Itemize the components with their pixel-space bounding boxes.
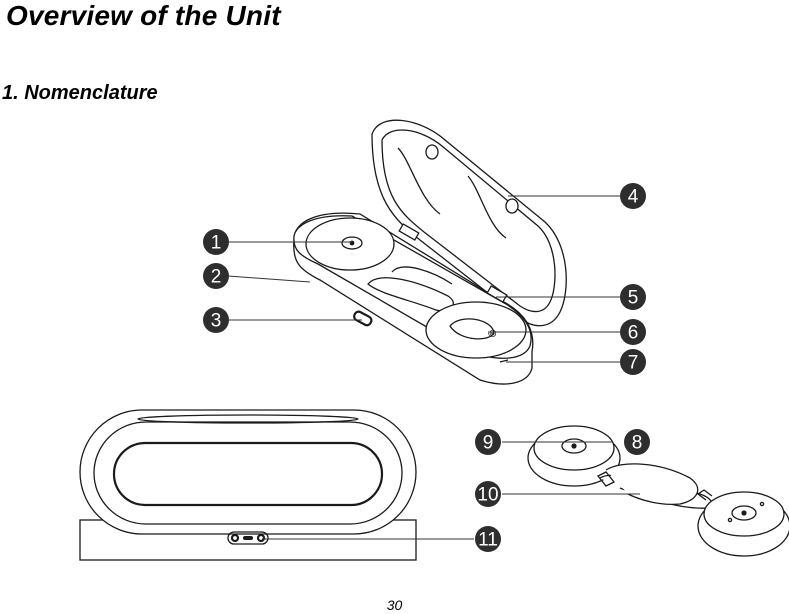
- callout-3: 3: [203, 307, 229, 333]
- page-title: Overview of the Unit: [6, 0, 281, 31]
- logo-mark: ꩜: [488, 328, 497, 338]
- section-heading: 1. Nomenclature: [2, 82, 158, 104]
- callout-5: 5: [620, 284, 646, 310]
- callout-7: 7: [620, 349, 646, 375]
- charging-case-front: [79, 409, 417, 561]
- svg-text:6: 6: [628, 323, 639, 344]
- svg-text:7: 7: [628, 353, 639, 374]
- earbud-pair: [527, 425, 789, 557]
- callout-11: 11: [475, 526, 501, 552]
- callout-2: 2: [203, 263, 229, 289]
- svg-text:8: 8: [632, 433, 643, 454]
- svg-text:2: 2: [211, 267, 222, 288]
- callout-1: 1: [203, 229, 229, 255]
- callout-8: 8: [624, 429, 650, 455]
- callout-6: 6: [620, 319, 646, 345]
- svg-text:1: 1: [211, 233, 222, 254]
- svg-text:9: 9: [483, 433, 494, 454]
- page-number: 30: [386, 597, 403, 613]
- charging-case-open: ꩜: [293, 119, 567, 385]
- svg-text:5: 5: [628, 288, 639, 309]
- svg-text:4: 4: [628, 187, 639, 208]
- svg-text:11: 11: [478, 530, 498, 551]
- svg-text:10: 10: [477, 485, 498, 506]
- callout-9: 9: [475, 429, 501, 455]
- callout-10: 10: [475, 481, 501, 507]
- svg-text:3: 3: [211, 311, 222, 332]
- callout-4: 4: [620, 183, 646, 209]
